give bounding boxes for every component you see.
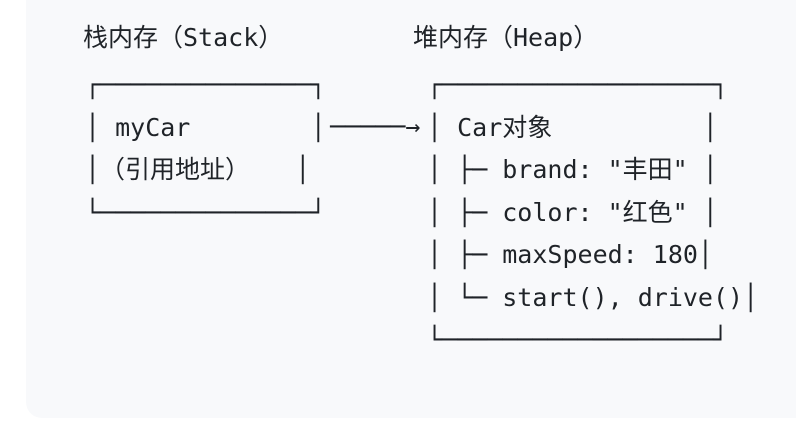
stack-memory-title: 栈内存（Stack） — [83, 23, 284, 52]
reference-arrow-icon: ─────→ — [330, 112, 421, 141]
heap-memory-title: 堆内存（Heap） — [413, 23, 599, 52]
heap-memory-box: ┌──────────────────┐ │ Car对象 │ │ ├─ bran… — [427, 70, 759, 354]
content-card: 栈内存（Stack） 堆内存（Heap） ┌──────────────┐ │ … — [26, 0, 796, 418]
stack-memory-box: ┌──────────────┐ │ myCar │ │（引用地址） │ └──… — [85, 70, 326, 227]
